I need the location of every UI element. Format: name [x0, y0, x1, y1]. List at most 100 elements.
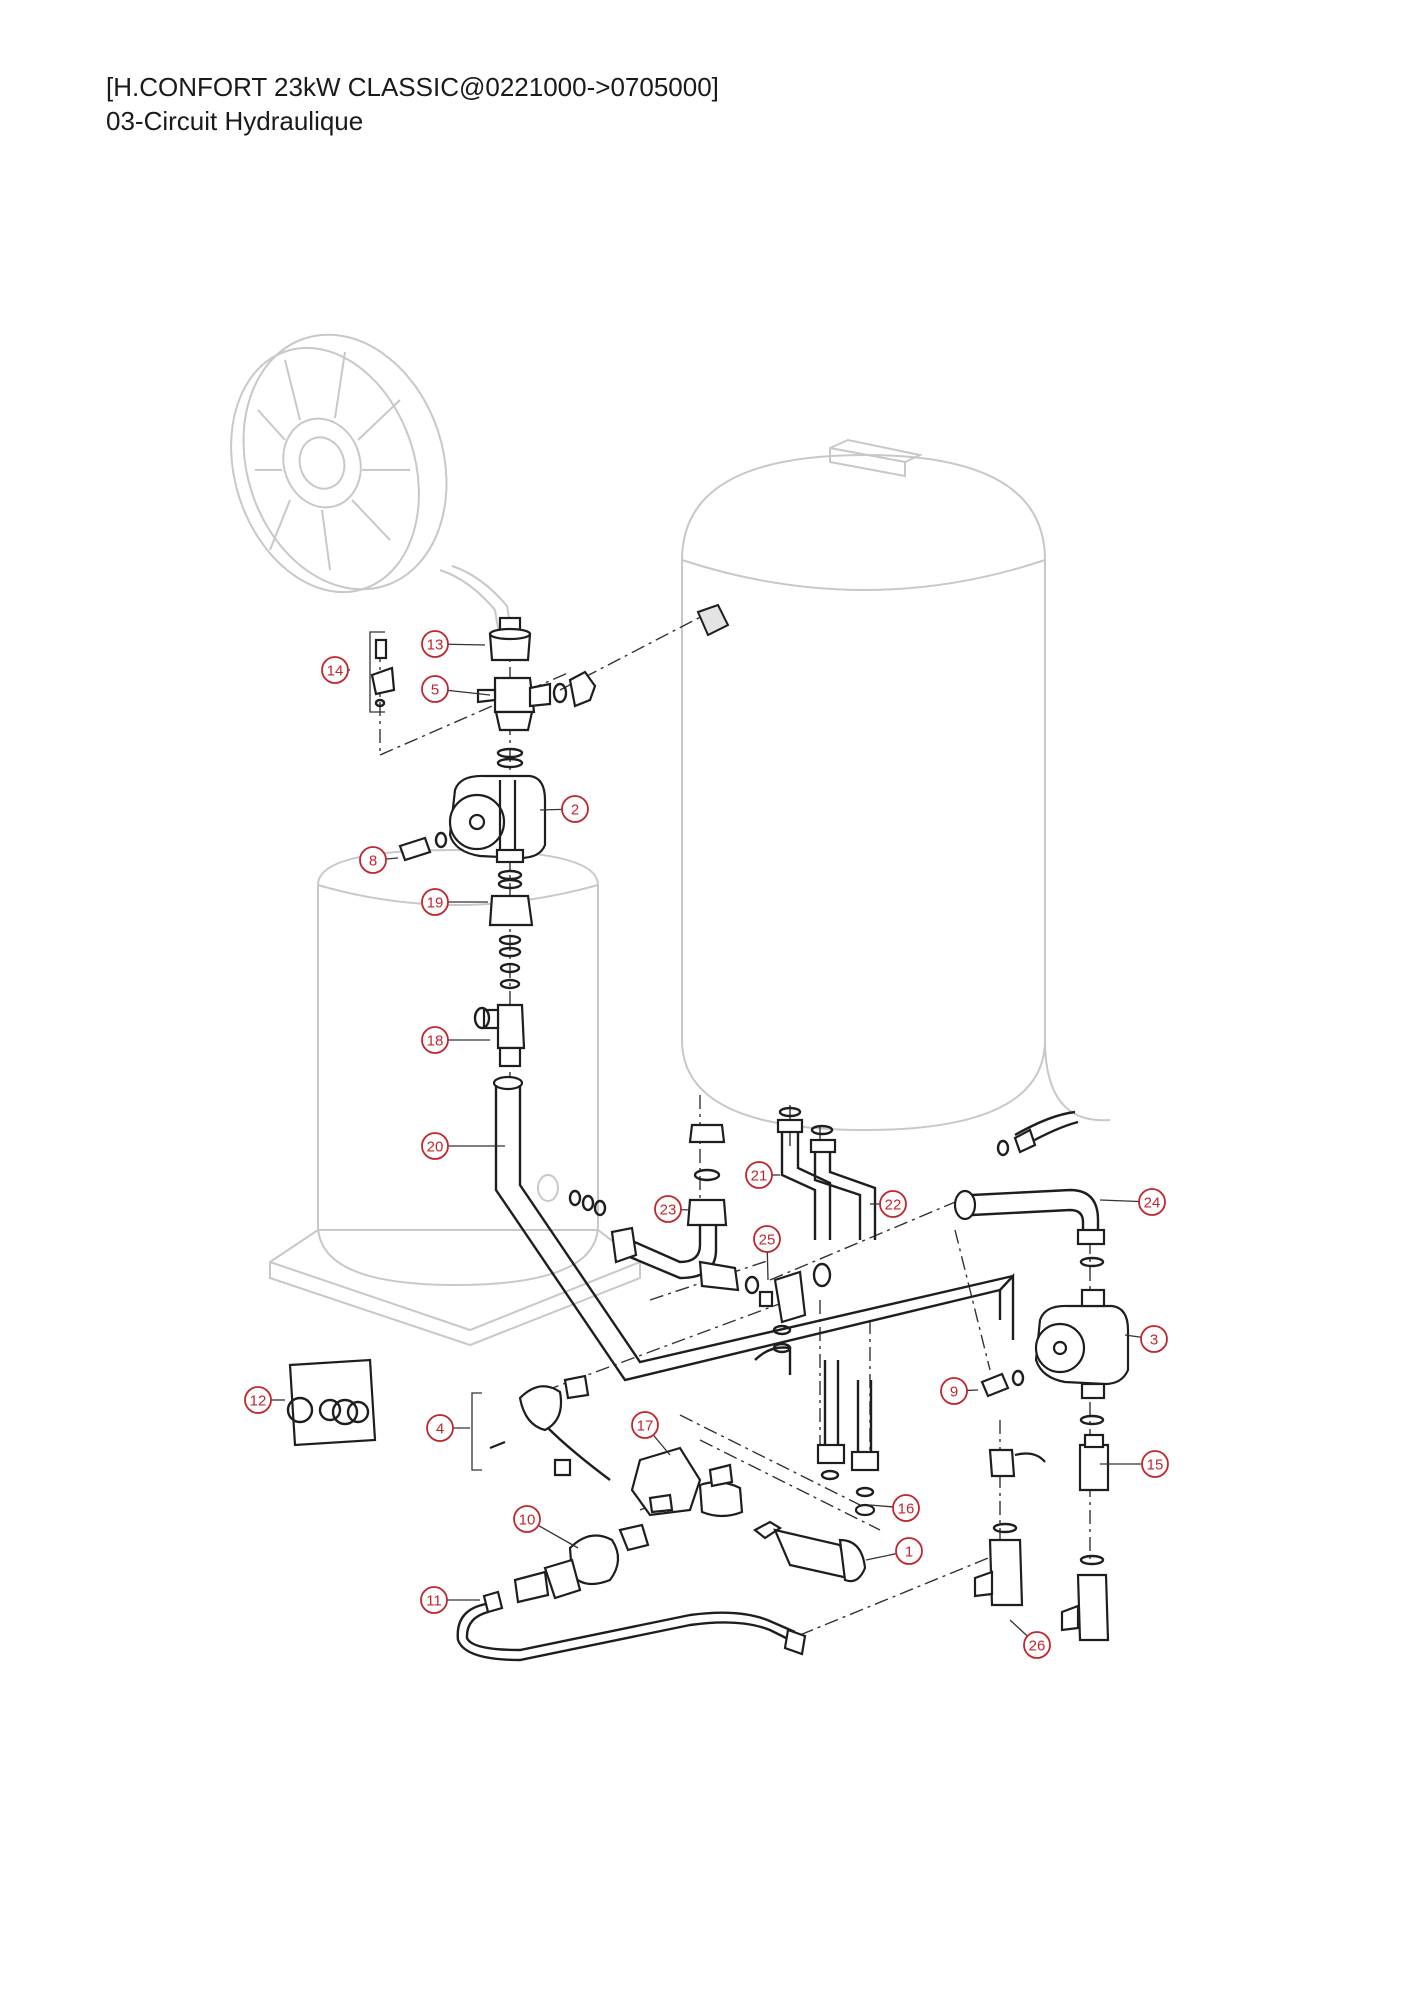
- callout-leader: [652, 1434, 671, 1456]
- callout-circle: [1138, 1188, 1166, 1216]
- tee-18: [473, 1003, 526, 1068]
- callout-number: 20: [427, 1139, 444, 1156]
- seal-kit-12: [286, 1358, 377, 1447]
- callout-8: 8: [359, 846, 399, 874]
- callout-circle: [421, 675, 449, 703]
- bypass-pipes-21-22: [776, 1106, 877, 1240]
- callout-number: 26: [1029, 1638, 1046, 1655]
- tee-25: [698, 1260, 832, 1375]
- callout-number: 18: [427, 1033, 444, 1050]
- pipe-24: [953, 1110, 1106, 1268]
- callout-number: 13: [427, 637, 444, 654]
- pipe-20: [492, 1075, 1015, 1382]
- callout-18: 18: [421, 1026, 490, 1054]
- pump-2: [448, 747, 547, 864]
- callout-number: 4: [436, 1421, 444, 1438]
- bleed-screw-14: [369, 631, 396, 713]
- dhw-tank-ghost: [681, 438, 1111, 1132]
- callout-24: 24: [1099, 1188, 1166, 1216]
- callout-leader: [1124, 1334, 1142, 1338]
- callout-circle: [1141, 1450, 1169, 1478]
- dhw-connector: [696, 603, 730, 637]
- callout-circle: [1140, 1325, 1168, 1353]
- callout-circle: [561, 795, 589, 823]
- valve-26: [973, 1538, 1110, 1642]
- tee-fitting-5: [476, 670, 597, 732]
- callout-11: 11: [420, 1586, 480, 1614]
- callout-number: 23: [660, 1202, 677, 1219]
- callout-number: 17: [637, 1418, 654, 1435]
- callout-circle: [745, 1161, 773, 1189]
- callout-12: 12: [244, 1386, 285, 1414]
- callout-17: 17: [631, 1411, 671, 1456]
- callout-circle: [244, 1386, 272, 1414]
- callout-25: 25: [753, 1225, 781, 1281]
- callout-leader: [539, 808, 563, 811]
- callout-circle: [421, 1132, 449, 1160]
- callout-9: 9: [940, 1377, 979, 1405]
- callout-leader: [385, 857, 399, 860]
- callout-leader: [869, 1504, 894, 1508]
- air-vent-13: [488, 616, 532, 662]
- callout-number: 10: [519, 1512, 536, 1529]
- callout-10: 10: [513, 1505, 579, 1549]
- callout-number: 22: [885, 1197, 902, 1214]
- primary-tank-ghost: [269, 848, 641, 1347]
- callout-leader: [537, 1524, 579, 1549]
- callout-number: 11: [426, 1593, 442, 1610]
- hose-11: [456, 1590, 807, 1662]
- callout-21: 21: [745, 1161, 780, 1189]
- callout-26: 26: [1009, 1619, 1051, 1659]
- drain-plug-8: [398, 831, 448, 862]
- filling-valve-4: [471, 1374, 611, 1481]
- callout-circle: [421, 630, 449, 658]
- callout-number: 15: [1147, 1457, 1164, 1474]
- callout-number: 24: [1144, 1195, 1161, 1212]
- callout-circle: [513, 1505, 541, 1533]
- callout-leader: [1009, 1619, 1028, 1637]
- callout-number: 19: [427, 895, 444, 912]
- callout-leader: [865, 1553, 897, 1561]
- union-15: [988, 1433, 1110, 1566]
- callout-number: 25: [759, 1232, 776, 1249]
- callout-number: 14: [327, 663, 344, 680]
- callout-circle: [879, 1190, 907, 1218]
- callout-circle: [321, 656, 349, 684]
- header: [H.CONFORT 23kW CLASSIC@0221000->0705000…: [106, 70, 719, 138]
- callout-circle: [426, 1414, 454, 1442]
- callout-leader: [766, 1251, 769, 1281]
- section-title: 03-Circuit Hydraulique: [106, 106, 364, 136]
- callout-number: 16: [898, 1501, 915, 1518]
- callout-circle: [420, 1586, 448, 1614]
- pressure-sensor-10: [513, 1523, 650, 1604]
- callout-leader: [1099, 1199, 1140, 1203]
- callout-22: 22: [870, 1190, 907, 1218]
- callout-number: 2: [571, 802, 579, 819]
- callout-circle: [421, 888, 449, 916]
- pipes-16: [816, 1360, 880, 1517]
- cartridge-1: [753, 1520, 867, 1583]
- callout-20: 20: [421, 1132, 505, 1160]
- callout-2: 2: [539, 795, 589, 823]
- callout-circle: [892, 1494, 920, 1522]
- union-nut-19: [488, 869, 534, 990]
- plug-9: [980, 1369, 1025, 1398]
- callout-number: 8: [369, 853, 377, 870]
- callout-circle: [1023, 1631, 1051, 1659]
- pump-3: [1034, 1288, 1130, 1426]
- callout-5: 5: [421, 675, 491, 703]
- callout-number: 3: [1150, 1332, 1158, 1349]
- callout-13: 13: [421, 630, 486, 658]
- callout-19: 19: [421, 888, 488, 916]
- callout-leader: [447, 689, 491, 696]
- callout-23: 23: [654, 1195, 691, 1223]
- callout-15: 15: [1100, 1450, 1169, 1478]
- callout-number: 9: [950, 1384, 958, 1401]
- callout-circle: [421, 1026, 449, 1054]
- callout-circle: [753, 1225, 781, 1253]
- callout-14: 14: [321, 656, 350, 684]
- assembly-axes: [379, 611, 1091, 1636]
- callout-circle: [359, 846, 387, 874]
